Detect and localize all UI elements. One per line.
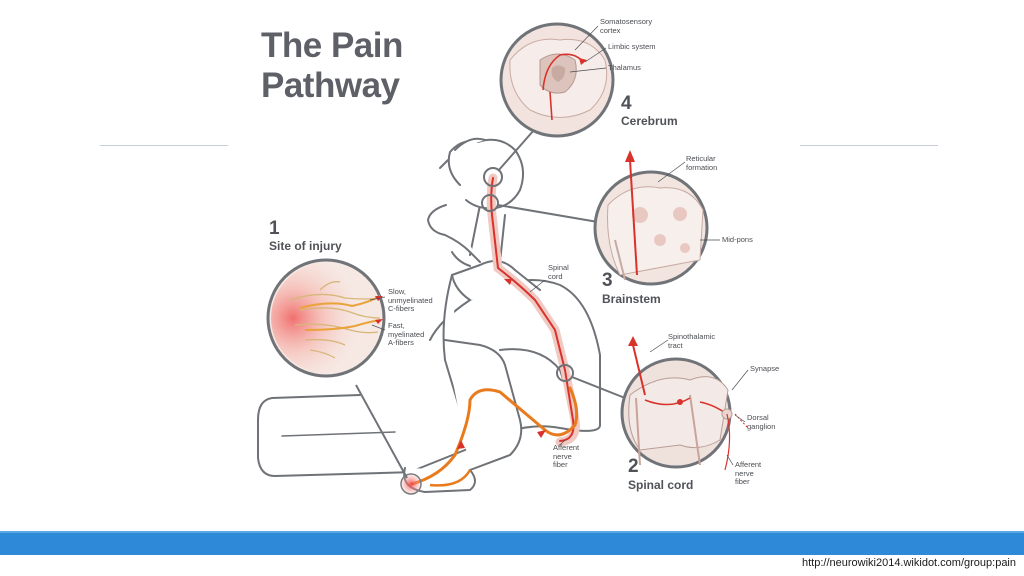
afferent-nerve-fiber — [410, 386, 579, 486]
label-spinal-cord: Spinal cord — [548, 263, 569, 281]
step-3-label: Brainstem — [602, 292, 661, 306]
injury-spot — [400, 473, 422, 495]
step-1-number: 1 — [269, 218, 280, 239]
brainstem-magnifier — [593, 170, 709, 286]
spinal-cord-magnifier — [620, 357, 733, 469]
step-4-label: Cerebrum — [621, 114, 678, 128]
label-afferent-nerve-fiber-right: Afferent nerve fiber — [735, 460, 762, 486]
label-dorsal-ganglion: Dorsal ganglion — [747, 413, 776, 431]
annotation-leaders — [369, 25, 749, 466]
label-c-fibers: Slow, unmyelinated C-fibers — [388, 287, 433, 313]
head-marker — [483, 167, 503, 187]
label-synapse: Synapse — [750, 364, 780, 373]
footer-strip — [0, 555, 1024, 576]
arrow-icon — [504, 279, 512, 285]
spinothalamic-arrow-icon — [632, 344, 646, 396]
label-thalamus: Thalamus — [608, 63, 641, 72]
step-1-label: Site of injury — [269, 239, 342, 253]
connector-lines — [355, 129, 626, 479]
divider-left — [100, 145, 228, 146]
label-limbic-system: Limbic system — [608, 42, 656, 51]
footer-accent-bar — [0, 531, 1024, 555]
label-mid-pons: Mid-pons — [722, 235, 753, 244]
label-spinothalamic-tract: Spinothalamic tract — [668, 332, 716, 350]
step-2-number: 2 — [628, 456, 639, 477]
label-reticular-formation: Reticular formation — [686, 154, 718, 172]
arrow-icon — [537, 430, 546, 438]
label-a-fibers: Fast, myelinated A-fibers — [388, 321, 425, 347]
neck-marker — [481, 194, 499, 212]
cerebrum-magnifier — [499, 22, 615, 138]
step-2-label: Spinal cord — [628, 478, 694, 492]
label-afferent-nerve-fiber: Afferent nerve fiber — [553, 443, 580, 469]
spine-marker — [556, 364, 574, 382]
step-3-number: 3 — [602, 270, 613, 291]
step-4-number: 4 — [621, 93, 632, 114]
source-url: http://neurowiki2014.wikidot.com/group:p… — [801, 557, 1016, 569]
ascending-pain-pathway — [490, 177, 575, 442]
title-line-2: Pathway — [261, 66, 400, 105]
label-somatosensory-cortex: Somatosensory cortex — [600, 17, 653, 35]
divider-right — [800, 145, 938, 146]
title-line-1: The Pain — [261, 26, 403, 65]
slide-title: The Pain Pathway — [261, 26, 481, 106]
injury-magnifier — [266, 258, 386, 378]
arrow-icon — [457, 440, 465, 449]
reticular-arrow-icon — [629, 159, 638, 276]
